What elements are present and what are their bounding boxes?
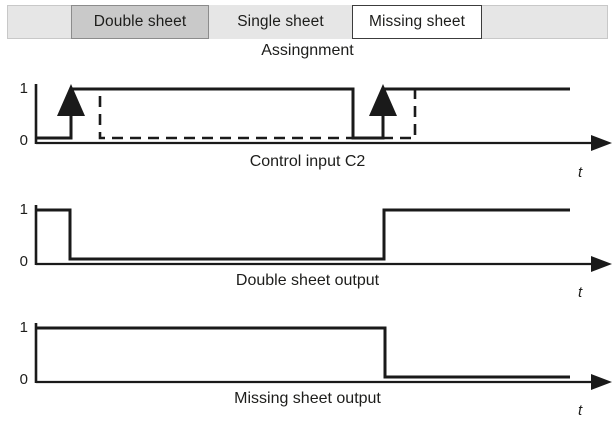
tab-single-sheet[interactable]: Single sheet xyxy=(209,5,352,39)
chart1-caption: Control input C2 xyxy=(249,153,366,170)
chart2-x-axis-arrowhead xyxy=(591,256,612,272)
chart3-caption: Missing sheet output xyxy=(234,390,381,407)
chart3-t-label: t xyxy=(578,402,583,419)
chart1-y-low-label: 0 xyxy=(19,132,28,149)
tab-missing-sheet[interactable]: Missing sheet xyxy=(352,5,482,39)
chart2-caption: Double sheet output xyxy=(235,272,380,289)
chart2-plot xyxy=(34,205,612,272)
chart3-solid-waveform xyxy=(36,326,570,379)
chart2-solid-waveform xyxy=(36,208,570,261)
tab-single-sheet-label: Single sheet xyxy=(237,13,324,30)
chart2-t-label: t xyxy=(578,284,583,301)
chart3-x-axis-arrowhead xyxy=(591,374,612,390)
chart2-y-low-label: 0 xyxy=(19,253,28,270)
chart1-solid-waveform xyxy=(36,87,570,140)
chart-control-input: 1 0 Control input C2 t xyxy=(0,70,615,185)
chart2-y-high-label: 1 xyxy=(19,201,28,218)
rising-edge-arrow-2-icon xyxy=(369,84,397,116)
chart1-x-axis-arrowhead xyxy=(591,135,612,151)
assignment-tab-bar[interactable]: Double sheet Single sheet Missing sheet xyxy=(7,5,608,39)
tab-missing-sheet-label: Missing sheet xyxy=(368,13,466,30)
tab-double-sheet[interactable]: Double sheet xyxy=(71,5,209,39)
chart1-dashed-waveform xyxy=(71,87,566,140)
tab-double-sheet-label: Double sheet xyxy=(93,13,187,30)
chart1-plot xyxy=(34,84,612,151)
chart-double-sheet-output: 1 0 Double sheet output t xyxy=(0,192,615,304)
chart3-plot xyxy=(34,323,612,390)
chart3-y-high-label: 1 xyxy=(19,319,28,336)
chart1-y-high-label: 1 xyxy=(19,80,28,97)
chart-missing-sheet-output: 1 0 Missing sheet output t xyxy=(0,308,615,444)
rising-edge-arrow-1-icon xyxy=(57,84,85,116)
assignment-caption: Assingnment xyxy=(261,42,354,59)
chart3-y-low-label: 0 xyxy=(19,371,28,388)
chart1-t-label: t xyxy=(578,164,583,181)
